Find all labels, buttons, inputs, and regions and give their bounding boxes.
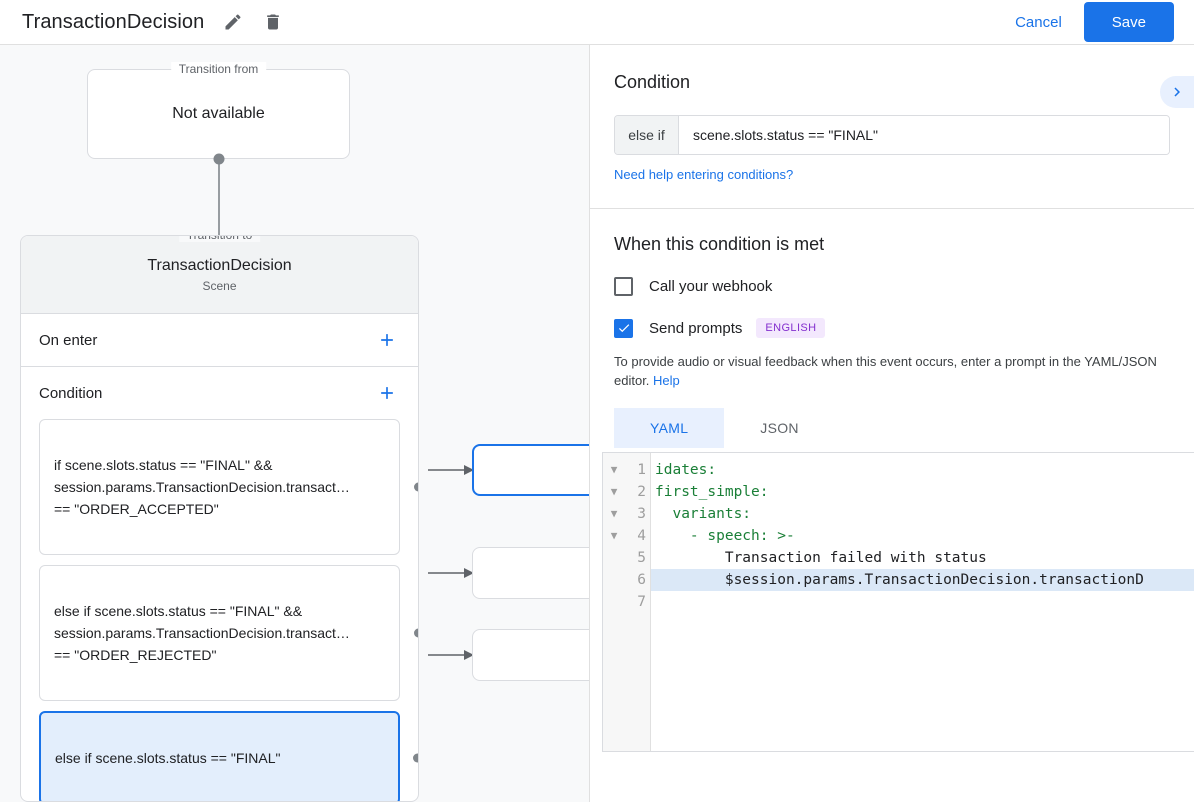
transition-to-header: Transition to TransactionDecision Scene xyxy=(21,236,418,314)
condition-list: if scene.slots.status == "FINAL" && sess… xyxy=(21,419,418,801)
section-divider xyxy=(21,366,418,367)
send-prompts-label: Send prompts xyxy=(649,319,743,337)
when-condition-met-heading: When this condition is met xyxy=(614,234,825,254)
editor-fold-gutter[interactable]: ▼ ▼ ▼ ▼ xyxy=(603,453,625,751)
fold-toggle-icon[interactable]: ▼ xyxy=(610,529,618,542)
code-line[interactable]: variants: xyxy=(651,503,1194,525)
prompt-description-text: To provide audio or visual feedback when… xyxy=(614,354,1157,388)
condition-card[interactable]: if scene.slots.status == "FINAL" && sess… xyxy=(39,419,418,555)
app-header: TransactionDecision Cancel Save xyxy=(0,0,1194,45)
edge-arrow-icon xyxy=(428,568,474,578)
code-token: first_simple: xyxy=(655,484,769,500)
prompt-description: To provide audio or visual feedback when… xyxy=(614,352,1170,390)
condition-help-link[interactable]: Need help entering conditions? xyxy=(614,167,794,182)
line-number: 1 xyxy=(637,462,646,478)
editor-code-area[interactable]: idates: first_simple: variants: - speech:… xyxy=(651,453,1194,751)
code-line[interactable]: Transaction failed with status xyxy=(651,547,1194,569)
condition-card-text: if scene.slots.status == "FINAL" && sess… xyxy=(54,457,350,517)
prompt-help-link[interactable]: Help xyxy=(653,373,680,388)
line-number: 7 xyxy=(637,594,646,610)
trash-icon[interactable] xyxy=(258,7,288,37)
add-condition-button[interactable] xyxy=(374,380,400,406)
add-on-enter-button[interactable] xyxy=(374,327,400,353)
section-on-enter[interactable]: On enter xyxy=(21,314,418,366)
call-webhook-checkbox[interactable] xyxy=(614,277,633,296)
editor-line-numbers: 1 2 3 4 5 6 7 xyxy=(625,453,651,751)
fold-spacer xyxy=(603,569,625,591)
fold-toggle-icon[interactable]: ▼ xyxy=(610,485,618,498)
code-line[interactable]: first_simple: xyxy=(651,481,1194,503)
condition-card-text: else if scene.slots.status == "FINAL" xyxy=(55,750,281,766)
line-number: 4 xyxy=(637,528,646,544)
editor-format-tabs: YAML JSON xyxy=(614,408,1194,448)
language-badge: ENGLISH xyxy=(756,318,826,338)
transition-to-legend: Transition to xyxy=(178,236,261,242)
transition-to-subtitle: Scene xyxy=(202,278,237,293)
connector-dot xyxy=(414,628,418,638)
line-number: 3 xyxy=(637,506,646,522)
call-webhook-label: Call your webhook xyxy=(649,278,773,295)
condition-card[interactable]: else if scene.slots.status == "FINAL" &&… xyxy=(39,565,418,701)
connector-dot xyxy=(413,753,418,763)
webhook-row[interactable]: Call your webhook xyxy=(614,277,1194,296)
fold-spacer xyxy=(603,591,625,613)
scene-card: Transition to TransactionDecision Scene … xyxy=(20,235,419,802)
save-button[interactable]: Save xyxy=(1083,2,1174,42)
section-on-enter-label: On enter xyxy=(39,331,98,349)
code-line[interactable] xyxy=(651,591,1194,613)
cancel-button[interactable]: Cancel xyxy=(1005,6,1072,39)
code-line[interactable]: $session.params.TransactionDecision.tran… xyxy=(651,569,1194,591)
condition-input-group: else if xyxy=(614,115,1170,155)
condition-input[interactable] xyxy=(679,116,1169,154)
code-token: $session.params.TransactionDecision.tran… xyxy=(655,572,1144,588)
send-prompts-row[interactable]: Send prompts ENGLISH xyxy=(614,318,1194,338)
fold-toggle-icon[interactable]: ▼ xyxy=(610,463,618,476)
tab-yaml[interactable]: YAML xyxy=(614,408,725,448)
condition-card-text: else if scene.slots.status == "FINAL" &&… xyxy=(54,603,350,663)
section-condition[interactable]: Condition xyxy=(21,367,418,419)
target-node[interactable] xyxy=(472,547,589,599)
tab-json[interactable]: JSON xyxy=(760,420,799,436)
panel-divider xyxy=(590,208,1194,209)
condition-detail-panel: Condition else if Need help entering con… xyxy=(589,45,1194,802)
chevron-right-icon[interactable] xyxy=(1160,76,1194,108)
connector-dot xyxy=(414,482,418,492)
code-token: Transaction failed with status xyxy=(655,550,987,566)
line-number: 2 xyxy=(637,484,646,500)
code-token: idates: xyxy=(655,462,717,478)
line-number: 6 xyxy=(637,572,646,588)
code-token: - speech: >- xyxy=(655,528,795,544)
transition-from-box: Transition from Not available xyxy=(87,62,350,159)
code-line[interactable]: idates: xyxy=(651,459,1194,481)
pencil-icon[interactable] xyxy=(218,7,248,37)
fold-spacer xyxy=(603,547,625,569)
transition-to-name: TransactionDecision xyxy=(147,256,292,274)
condition-prefix-label: else if xyxy=(615,116,679,154)
edge-arrow-icon xyxy=(428,650,474,660)
send-prompts-checkbox[interactable] xyxy=(614,318,633,338)
scene-graph-canvas[interactable]: Transition from Not available Transition… xyxy=(0,45,589,802)
page-title: TransactionDecision xyxy=(22,10,205,33)
target-node-selected[interactable] xyxy=(472,444,589,496)
yaml-editor[interactable]: ▼ ▼ ▼ ▼ 1 2 3 4 5 6 7 idates: first_simple: varian… xyxy=(602,452,1194,752)
condition-card-selected[interactable]: else if scene.slots.status == "FINAL" xyxy=(39,711,418,801)
transition-from-value: Not available xyxy=(172,105,265,122)
code-token: variants: xyxy=(655,506,752,522)
target-node[interactable] xyxy=(472,629,589,681)
transition-from-legend: Transition from xyxy=(170,62,267,76)
line-number: 5 xyxy=(637,550,646,566)
panel-heading: Condition xyxy=(614,72,691,92)
fold-toggle-icon[interactable]: ▼ xyxy=(610,507,618,520)
edge-arrow-icon xyxy=(428,465,474,475)
code-line[interactable]: - speech: >- xyxy=(651,525,1194,547)
section-condition-label: Condition xyxy=(39,384,103,402)
